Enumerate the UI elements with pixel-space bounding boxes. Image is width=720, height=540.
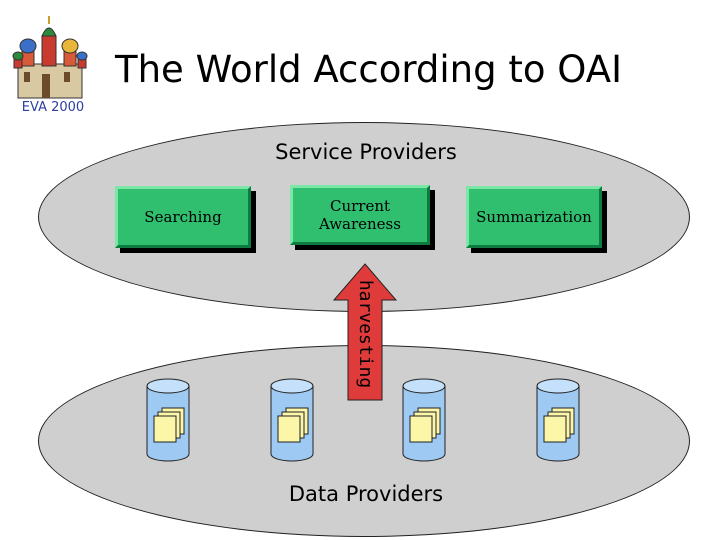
logo-caption: EVA 2000 [21,100,85,115]
harvesting-arrow-icon [332,263,398,401]
database-icon [402,378,446,462]
database-icon [146,378,190,462]
document-stack-icon [153,407,185,443]
current-awareness-box: Current Awareness [290,185,430,245]
data-providers-label: Data Providers [288,482,444,506]
kremlin-cathedral-icon [12,16,88,99]
document-stack-icon [543,407,575,443]
database-icon [270,378,314,462]
document-stack-icon [277,407,309,443]
page-title: The World According to OAI [115,48,622,91]
current-awareness-label: Current Awareness [319,197,401,233]
searching-box: Searching [115,186,251,248]
summarization-box: Summarization [466,186,602,248]
summarization-label: Summarization [476,208,592,226]
database-icon [536,378,580,462]
service-providers-label: Service Providers [275,140,457,164]
document-stack-icon [409,407,441,443]
harvesting-label: harvesting [355,279,376,389]
searching-label: Searching [144,208,222,226]
